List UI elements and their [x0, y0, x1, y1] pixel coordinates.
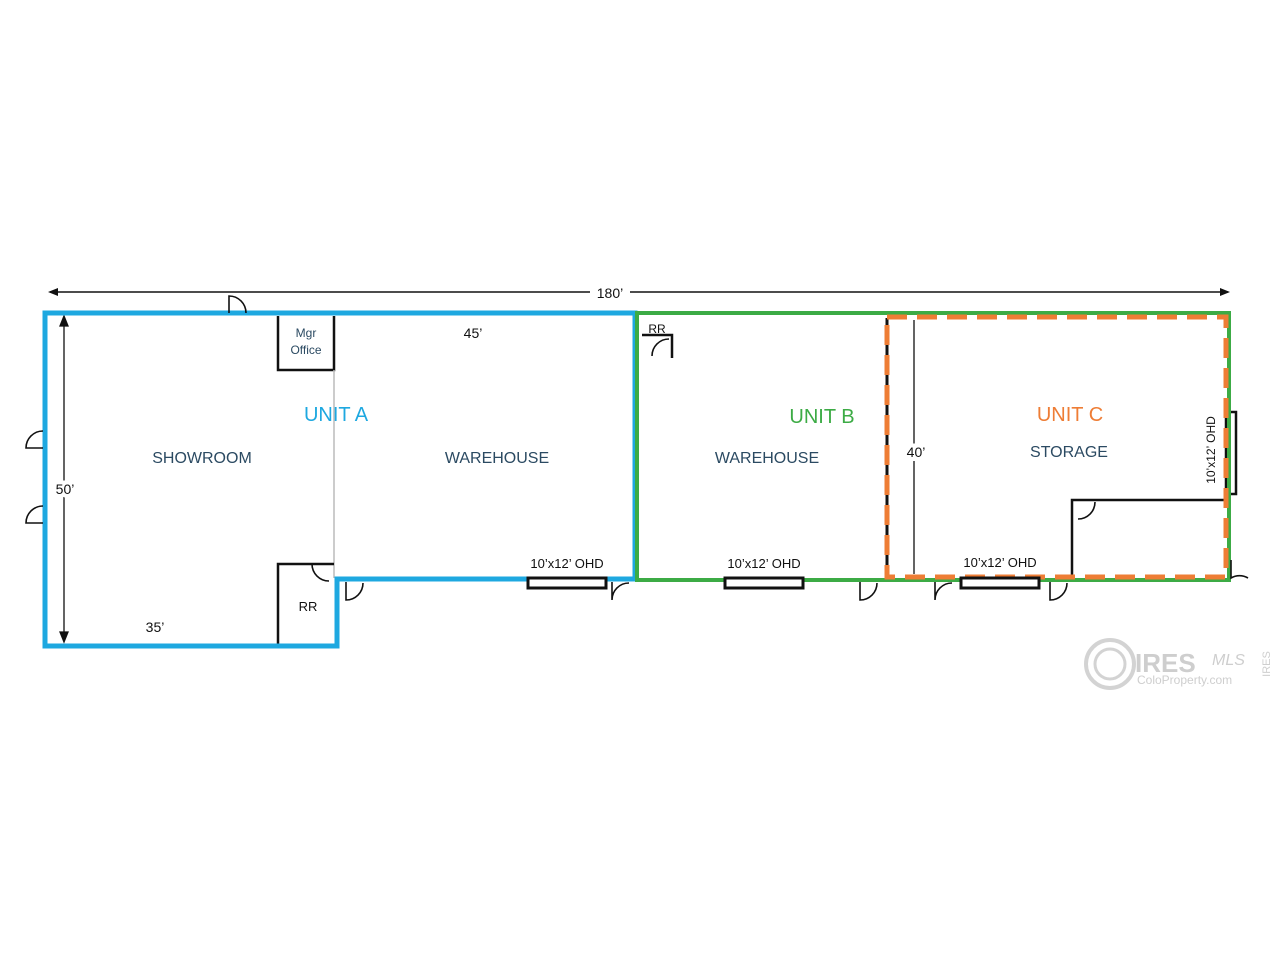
ohd-c-bottom-label: 10’x12’ OHD	[963, 555, 1036, 570]
unit-a-title: UNIT A	[304, 404, 369, 426]
restroom-a-label: RR	[299, 599, 318, 614]
unit-a-depth-text: 50’	[56, 481, 75, 497]
overall-width-label: 180’	[597, 285, 623, 301]
warehouse-a-width-label: 45’	[464, 325, 483, 341]
watermark-brand: IRES	[1135, 648, 1196, 678]
unit-b-outline	[635, 311, 1231, 582]
unit-c-depth-text: 40’	[907, 444, 926, 460]
mgr-office-line2: Office	[290, 343, 321, 357]
unit-c-title: UNIT C	[1037, 404, 1103, 426]
unit-a-outline	[42, 310, 638, 649]
watermark-side: IRES	[1261, 651, 1273, 677]
watermark: IRES MLS ColoProperty.com IRES	[1084, 638, 1273, 690]
watermark-site: ColoProperty.com	[1137, 673, 1232, 687]
warehouse-a-label: WAREHOUSE	[445, 450, 549, 467]
ohd-b-label: 10’x12’ OHD	[727, 556, 800, 571]
overhead-doors	[526, 576, 1041, 590]
unit-b-title: UNIT B	[789, 406, 854, 428]
unit-c-outline	[884, 314, 1229, 580]
overall-dimension: 180’	[48, 285, 1230, 301]
ohd-c-side-label: 10’x12’ OHD	[1204, 416, 1218, 484]
vertical-dimensions	[59, 314, 915, 644]
restroom-b-label: RR	[648, 322, 666, 336]
showroom-label: SHOWROOM	[152, 450, 252, 467]
showroom-width-label: 35’	[146, 619, 165, 635]
warehouse-b-label: WAREHOUSE	[715, 450, 819, 467]
doors	[25, 295, 1249, 601]
watermark-mls: MLS	[1212, 652, 1245, 669]
interior-walls	[276, 316, 1238, 644]
ohd-a-label: 10’x12’ OHD	[530, 556, 603, 571]
mgr-office-line1: Mgr	[296, 326, 317, 340]
storage-label: STORAGE	[1030, 444, 1108, 461]
